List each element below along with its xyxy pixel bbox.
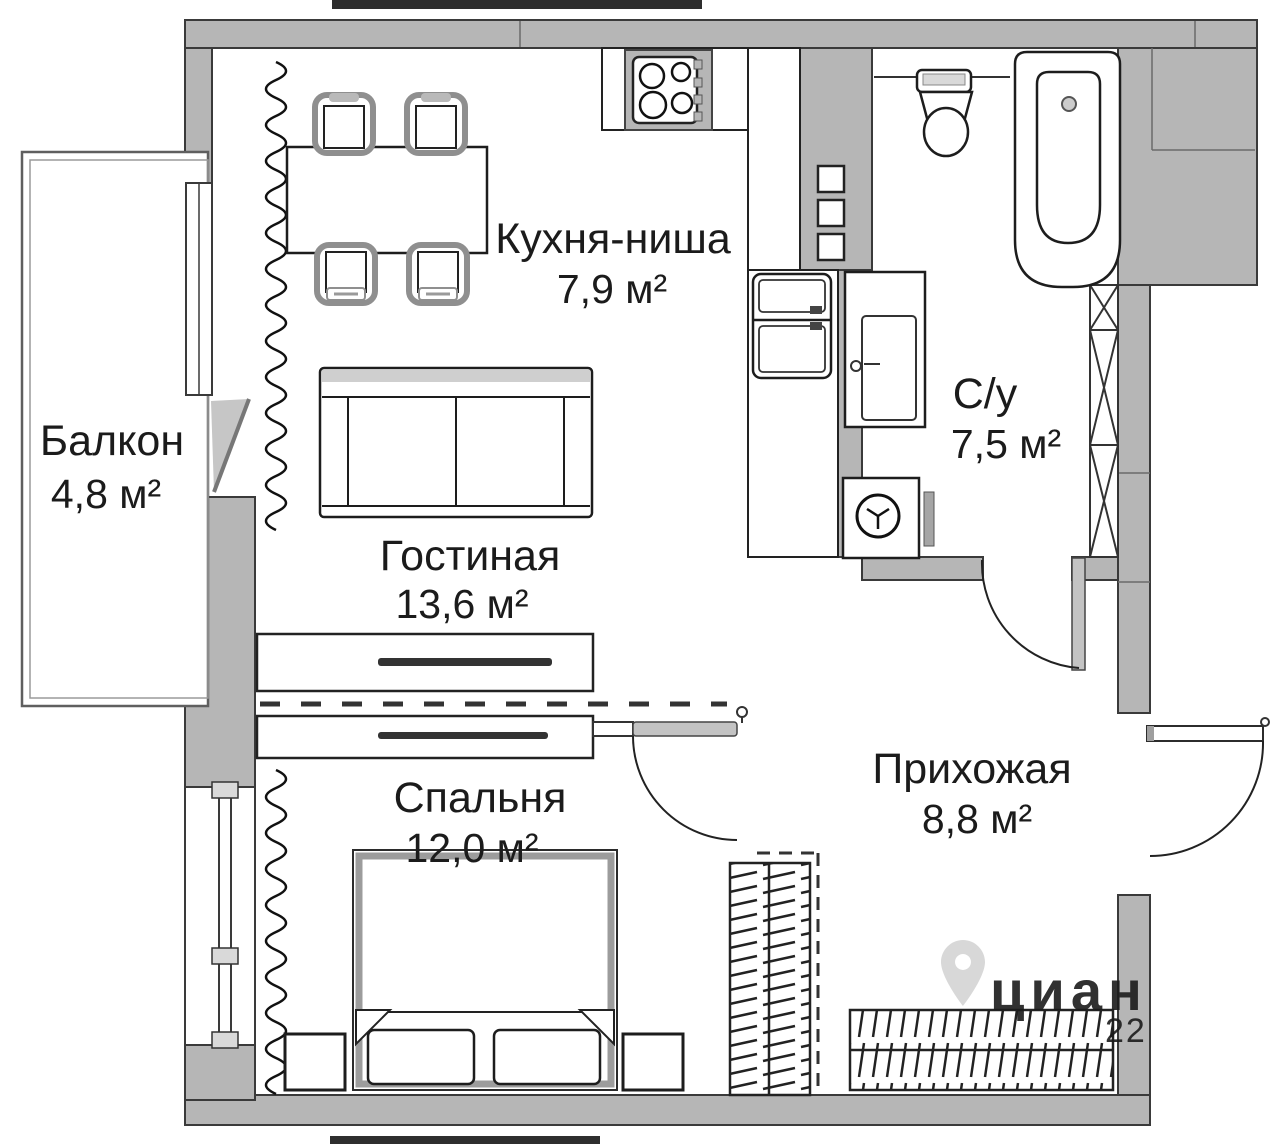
washer-door-bar (923, 491, 935, 547)
bedroom-door-leaf (632, 721, 738, 737)
shelf-console-icon (255, 714, 595, 760)
wall-stub (592, 721, 634, 737)
top-crop-bar (332, 0, 702, 9)
chair-icon (404, 92, 468, 156)
room-label-bedroom: Спальня (394, 774, 567, 822)
wall-segment-right-mid (1117, 284, 1151, 714)
radiator-icon (264, 60, 288, 532)
watermark: циан 22 (941, 940, 1148, 1050)
wardrobe-icon (728, 851, 820, 1097)
room-label-kitchen: Кухня-ниша (495, 215, 731, 263)
room-label-hallway: Прихожая (872, 745, 1071, 793)
pillow (366, 1028, 476, 1086)
balcony-door-leaf (212, 398, 251, 493)
fridge-icon (751, 272, 833, 380)
balcony-window (185, 182, 213, 396)
chair-icon (406, 242, 470, 306)
watermark-brand: циан (990, 959, 1148, 1022)
chair-icon (312, 92, 376, 156)
dining-table (285, 145, 489, 255)
wall-segment-left-low (184, 1044, 256, 1101)
bathtub-icon (1013, 50, 1122, 289)
washing-machine-icon (841, 476, 935, 560)
wardrobe-icon (848, 1008, 1115, 1092)
room-label-living: Гостиная (380, 532, 560, 580)
room-area-kitchen: 7,9 м² (557, 266, 667, 312)
shelf-console-icon (255, 632, 595, 693)
bedroom-window (184, 781, 256, 1049)
wall-segment-right-low (1117, 894, 1151, 1126)
bedroom-door-knob (736, 706, 748, 718)
entrance-door (1146, 717, 1270, 857)
bathroom-door-leaf (1071, 557, 1086, 671)
wall-niche-icon (816, 164, 846, 262)
shower-cabinet-icon (843, 270, 927, 429)
bottom-crop-bar (330, 1136, 600, 1144)
room-area-bedroom: 12,0 м² (405, 825, 538, 871)
entrance-door-hinge (1147, 726, 1154, 741)
toilet-icon (915, 68, 974, 158)
room-area-balcony: 4,8 м² (51, 471, 161, 517)
wall-segment-top (184, 19, 1258, 49)
room-area-living: 13,6 м² (395, 581, 528, 627)
bedroom-door (632, 706, 748, 841)
nightstand-icon (283, 1032, 347, 1092)
blanket-fold (577, 1009, 615, 1047)
balcony-outline (20, 150, 210, 708)
bedroom-door-arc (632, 735, 738, 841)
wall-segment-bottom (184, 1094, 1151, 1126)
wall-segment-top-right-mass (1117, 47, 1258, 286)
stove-icon (624, 49, 713, 131)
balcony-inner-line (29, 159, 209, 699)
entrance-door-knob (1260, 717, 1270, 727)
bed-icon (352, 849, 618, 1091)
wall-joints (519, 21, 1255, 583)
blanket-fold (355, 1009, 393, 1047)
bathroom-door-arc (980, 559, 1080, 669)
drain-icon (1061, 96, 1077, 112)
pillow (492, 1028, 602, 1086)
room-label-bathroom: С/у (953, 370, 1018, 418)
balcony-door (211, 398, 251, 493)
map-pin-icon (941, 940, 985, 1006)
watermark-number: 22 (1105, 1012, 1147, 1050)
wall-segment-bath-bottom (861, 556, 984, 581)
nightstand-icon (621, 1032, 685, 1092)
room-area-hallway: 8,8 м² (922, 796, 1032, 842)
entrance-door-leaf (1146, 725, 1264, 742)
bathroom-door (980, 557, 1086, 671)
room-label-balcony: Балкон (40, 417, 184, 465)
vent-shaft-icon (1089, 284, 1119, 558)
balcony (20, 150, 251, 708)
sofa-icon (318, 366, 594, 519)
chair-icon (314, 242, 378, 306)
radiator-icon (264, 768, 288, 1096)
room-area-bathroom: 7,5 м² (951, 421, 1061, 467)
entrance-door-arc (1149, 740, 1265, 857)
